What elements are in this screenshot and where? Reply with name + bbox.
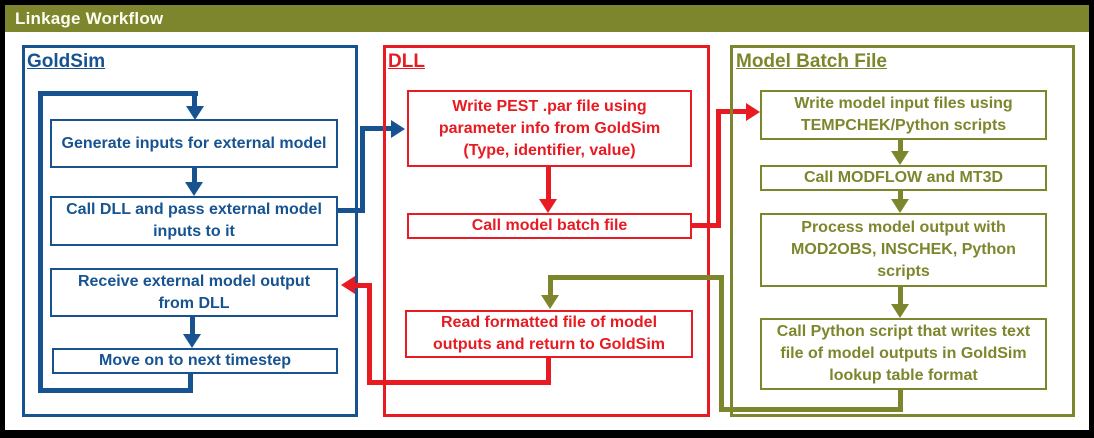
panel-model-batch-file — [730, 45, 1075, 417]
panel-model-batch-file-title: Model Batch File — [736, 51, 887, 72]
batchfile-box-call-modflow: Call MODFLOW and MT3D — [760, 165, 1047, 191]
batchfile-box-write-inputs: Write model input files using TEMPCHEK/P… — [760, 90, 1047, 140]
panel-goldsim — [22, 45, 358, 417]
dll-box-write-pest: Write PEST .par file using parameter inf… — [407, 90, 692, 167]
panel-dll — [383, 45, 710, 417]
goldsim-box-next-timestep: Move on to next timestep — [52, 348, 338, 374]
goldsim-box-generate-inputs: Generate inputs for external model — [50, 119, 338, 168]
goldsim-box-call-dll: Call DLL and pass external model inputs … — [50, 196, 338, 246]
goldsim-box-receive-output: Receive external model output from DLL — [50, 268, 338, 317]
dll-box-read-outputs: Read formatted file of model outputs and… — [405, 310, 693, 358]
panel-dll-title: DLL — [388, 51, 425, 72]
title-bar: Linkage Workflow — [5, 5, 1089, 32]
diagram-title: Linkage Workflow — [15, 8, 164, 28]
panel-goldsim-title: GoldSim — [27, 51, 106, 72]
batchfile-box-call-python: Call Python script that writes text file… — [760, 318, 1047, 390]
batchfile-box-process-output: Process model output with MOD2OBS, INSCH… — [760, 213, 1047, 287]
dll-box-call-batch: Call model batch file — [407, 213, 692, 239]
